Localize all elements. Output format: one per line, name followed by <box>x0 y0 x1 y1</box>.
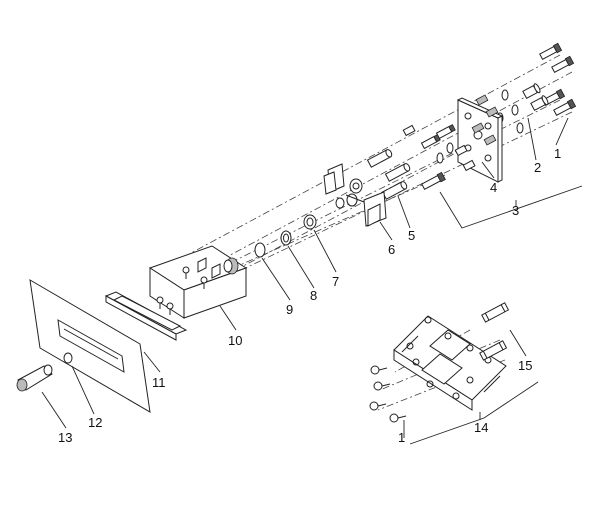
callout-labels: 1 2 3 4 5 6 7 8 9 10 11 12 13 14 15 1 <box>58 146 561 445</box>
fittings-part-3 <box>402 124 476 191</box>
callout-15: 15 <box>518 358 532 373</box>
callout-11: 11 <box>152 375 166 390</box>
housing-box-part-10 <box>148 245 248 319</box>
callout-5: 5 <box>408 228 415 243</box>
bracket-part-15 <box>479 302 510 361</box>
callout-9: 9 <box>286 302 293 317</box>
leader-lines <box>41 117 583 445</box>
callout-13: 13 <box>58 430 72 445</box>
callout-12: 12 <box>88 415 102 430</box>
rod-part-5 <box>366 149 411 200</box>
fitting-part-7 <box>303 214 317 230</box>
callout-3: 3 <box>512 203 519 218</box>
callout-14: 14 <box>474 420 488 435</box>
washer-part-9 <box>254 242 266 258</box>
callout-8: 8 <box>310 288 317 303</box>
callout-4: 4 <box>490 180 497 195</box>
valve-body-part-6 <box>323 163 387 227</box>
assembly-axis-lines <box>149 54 573 411</box>
callout-1-top: 1 <box>554 146 561 161</box>
callout-7: 7 <box>332 274 339 289</box>
callout-10: 10 <box>228 333 242 348</box>
cover-plate-part-11 <box>29 279 151 413</box>
sensor-part-13 <box>16 364 53 392</box>
rail-channel <box>104 291 188 341</box>
screw-part-1-bottom <box>369 365 407 423</box>
mounting-plate-part-4 <box>456 94 504 183</box>
o-ring-part-8 <box>280 230 292 246</box>
callout-1-bottom: 1 <box>398 430 405 445</box>
callout-2: 2 <box>534 160 541 175</box>
mounting-frame-part-14 <box>393 315 507 411</box>
callout-6: 6 <box>388 242 395 257</box>
